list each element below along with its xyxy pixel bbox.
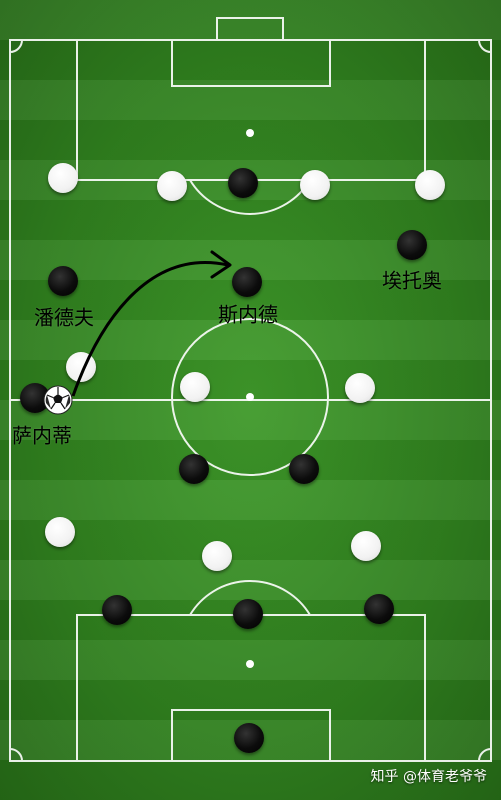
player-white <box>415 170 445 200</box>
player-black <box>233 599 263 629</box>
player-white <box>202 541 232 571</box>
player-white <box>351 531 381 561</box>
bottom-goal-area <box>171 709 331 762</box>
player-label-eto: 埃托奥 <box>382 268 442 293</box>
player-white <box>66 352 96 382</box>
top-penalty-spot <box>246 129 254 137</box>
player-label-sanetti: 萨内蒂 <box>12 423 72 448</box>
bottom-penalty-arc <box>189 580 311 616</box>
player-white <box>157 171 187 201</box>
player-white <box>48 163 78 193</box>
player-black <box>228 168 258 198</box>
top-goal <box>216 17 284 41</box>
top-penalty-area <box>76 39 426 181</box>
player-white <box>300 170 330 200</box>
player-black <box>179 454 209 484</box>
player-black <box>364 594 394 624</box>
center-circle <box>171 318 329 476</box>
player-black <box>397 230 427 260</box>
player-white <box>345 373 375 403</box>
player-black <box>102 595 132 625</box>
watermark: 知乎 @体育老爷爷 <box>370 769 487 785</box>
player-white <box>180 372 210 402</box>
soccer-ball-icon <box>43 385 73 415</box>
bottom-penalty-spot <box>246 660 254 668</box>
player-black <box>232 267 262 297</box>
player-white <box>45 517 75 547</box>
top-penalty-arc <box>189 179 311 215</box>
top-goal-area <box>171 39 331 87</box>
player-black <box>48 266 78 296</box>
player-label-sneijder: 斯内德 <box>218 302 278 327</box>
player-label-pander: 潘德夫 <box>34 305 94 330</box>
player-black <box>289 454 319 484</box>
center-spot <box>246 393 254 401</box>
player-black <box>234 723 264 753</box>
